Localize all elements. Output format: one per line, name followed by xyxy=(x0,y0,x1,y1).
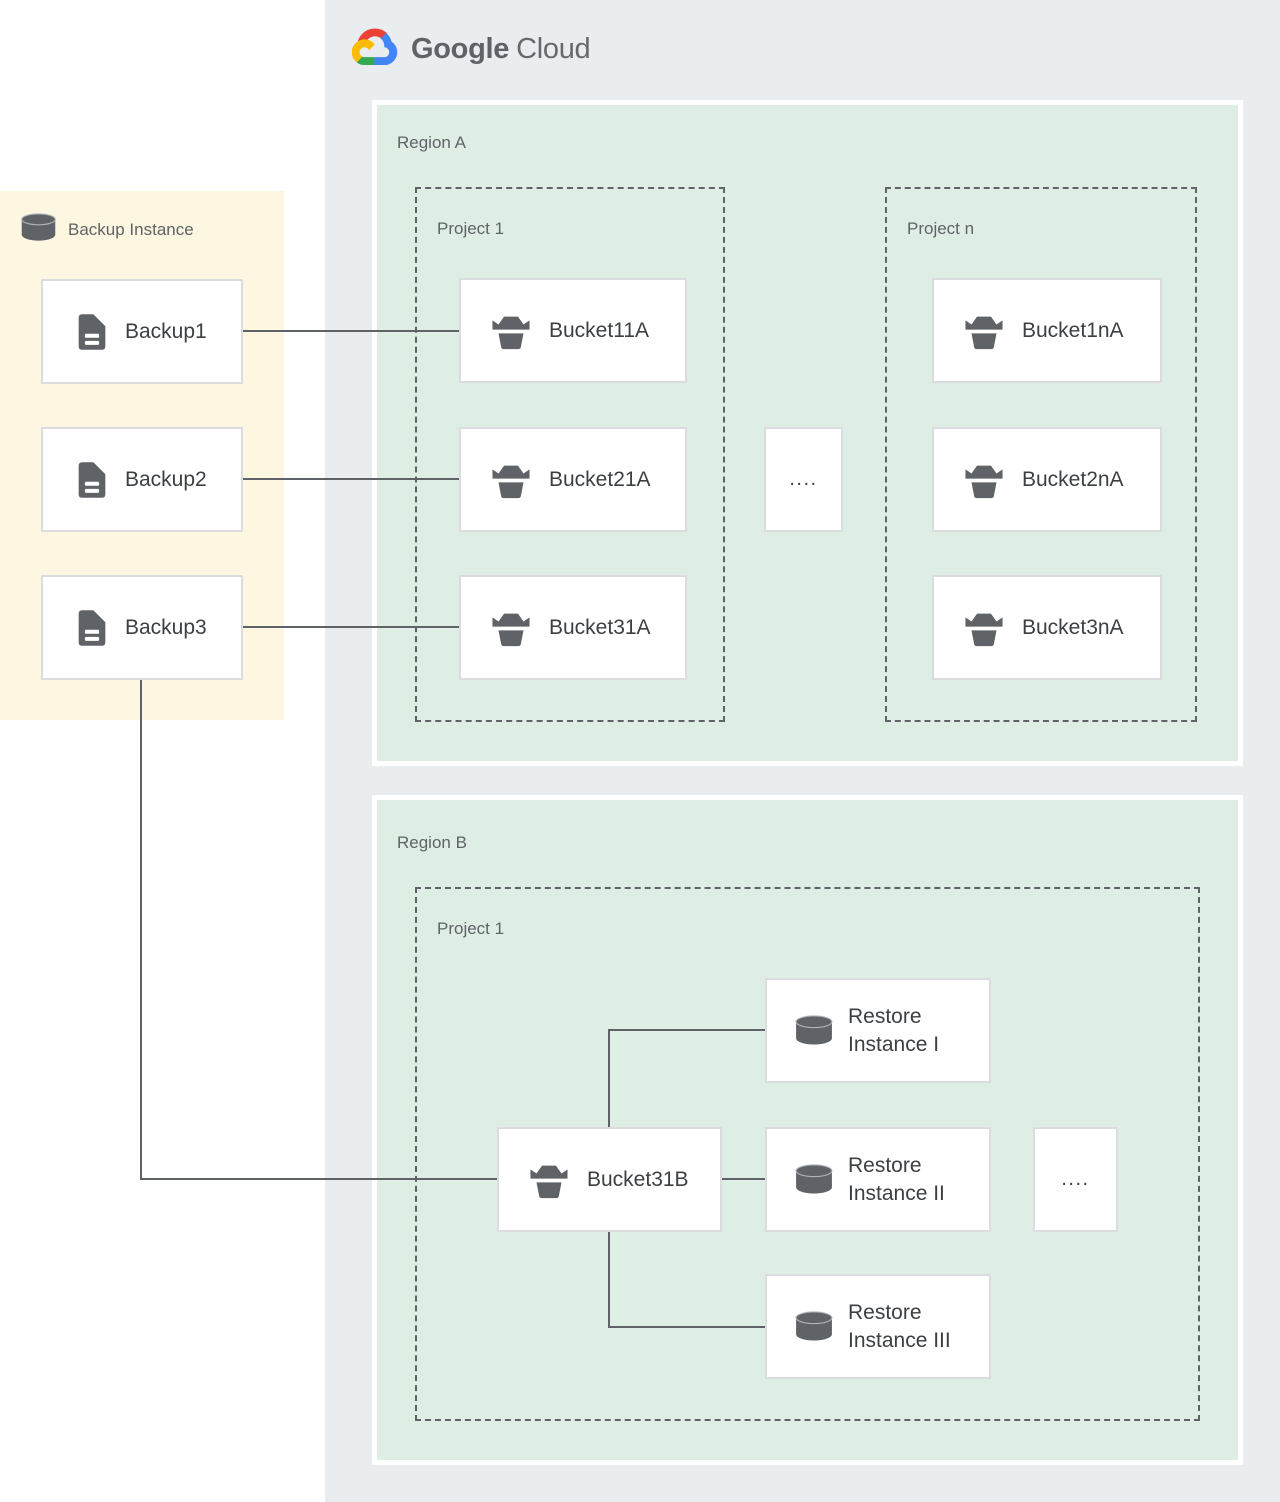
storage-bucket-icon xyxy=(963,312,1005,350)
node-bucket2na: Bucket2nA xyxy=(932,427,1162,532)
storage-bucket-icon xyxy=(528,1161,570,1199)
connector-backup1-bucket11a xyxy=(243,330,459,332)
connector-bucket31b-restore3-horizontal xyxy=(608,1326,766,1328)
connector-bucket31b-restore1-vertical xyxy=(608,1030,610,1129)
node-label: Backup1 xyxy=(125,319,207,343)
node-restore-instance-2: Restore Instance II xyxy=(765,1127,991,1232)
node-restore-instance-1: Restore Instance I xyxy=(765,978,991,1083)
node-backup1: Backup1 xyxy=(41,279,243,384)
node-backup3: Backup3 xyxy=(41,575,243,680)
node-bucket21a: Bucket21A xyxy=(459,427,687,532)
node-ellipsis-region-a: .... xyxy=(764,427,843,532)
region-a-project-1-label: Project 1 xyxy=(437,219,505,238)
node-bucket11a: Bucket11A xyxy=(459,278,687,383)
connector-bucket31b-restore3-vertical xyxy=(608,1230,610,1328)
connector-backup3-bucket31b-horizontal xyxy=(140,1178,499,1180)
database-cylinder-icon xyxy=(794,1311,834,1342)
node-label: Bucket2nA xyxy=(1022,467,1124,491)
database-icon xyxy=(20,213,57,247)
google-cloud-logo-icon xyxy=(351,28,398,71)
node-label: Restore Instance I xyxy=(848,1004,940,1056)
region-b-project-1-box: Project 1 xyxy=(415,887,1200,1421)
node-label: Bucket21A xyxy=(549,467,651,491)
document-icon xyxy=(76,608,108,648)
storage-bucket-icon xyxy=(490,461,532,499)
node-label: Bucket31A xyxy=(549,615,651,639)
node-label: Backup3 xyxy=(125,615,207,639)
region-a-project-n-label: Project n xyxy=(907,219,975,238)
document-icon xyxy=(76,312,108,352)
database-cylinder-icon xyxy=(794,1015,834,1046)
connector-bucket31b-restore2 xyxy=(722,1178,766,1180)
node-label: Bucket11A xyxy=(549,318,650,342)
node-label: Bucket31B xyxy=(587,1167,689,1191)
node-backup2: Backup2 xyxy=(41,427,243,532)
backup-instance-title: Backup Instance xyxy=(68,220,194,239)
node-bucket31b: Bucket31B xyxy=(497,1127,722,1232)
node-ellipsis-region-b: .... xyxy=(1033,1127,1118,1232)
region-a-project-1-box: Project 1 xyxy=(415,187,725,722)
logo-cloud-word: Cloud xyxy=(516,33,591,65)
node-label: Backup2 xyxy=(125,467,207,491)
node-bucket1na: Bucket1nA xyxy=(932,278,1162,383)
node-bucket31a: Bucket31A xyxy=(459,575,687,680)
node-label: Bucket1nA xyxy=(1022,318,1124,342)
storage-bucket-icon xyxy=(490,312,532,350)
logo-google-word: Google xyxy=(411,33,510,65)
node-label: Restore Instance II xyxy=(848,1153,945,1205)
ellipsis-text: .... xyxy=(789,468,818,490)
region-a-project-n-box: Project n xyxy=(885,187,1197,722)
connector-bucket31b-restore1-horizontal xyxy=(608,1029,766,1031)
backup-instance-header: Backup Instance xyxy=(20,213,194,247)
storage-bucket-icon xyxy=(963,461,1005,499)
node-label: Restore Instance III xyxy=(848,1300,951,1352)
ellipsis-text: .... xyxy=(1061,1168,1090,1190)
database-cylinder-icon xyxy=(794,1164,834,1195)
connector-backup3-bucket31a xyxy=(243,626,459,628)
node-label: Bucket3nA xyxy=(1022,615,1124,639)
storage-bucket-icon xyxy=(490,609,532,647)
connector-backup3-bucket31b-vertical xyxy=(140,680,142,1180)
node-restore-instance-3: Restore Instance III xyxy=(765,1274,991,1379)
region-b-project-1-label: Project 1 xyxy=(437,919,505,938)
connector-backup2-bucket21a xyxy=(243,478,459,480)
document-icon xyxy=(76,460,108,500)
region-a-label: Region A xyxy=(397,133,466,152)
storage-bucket-icon xyxy=(963,609,1005,647)
region-b-label: Region B xyxy=(397,833,467,852)
node-bucket3na: Bucket3nA xyxy=(932,575,1162,680)
